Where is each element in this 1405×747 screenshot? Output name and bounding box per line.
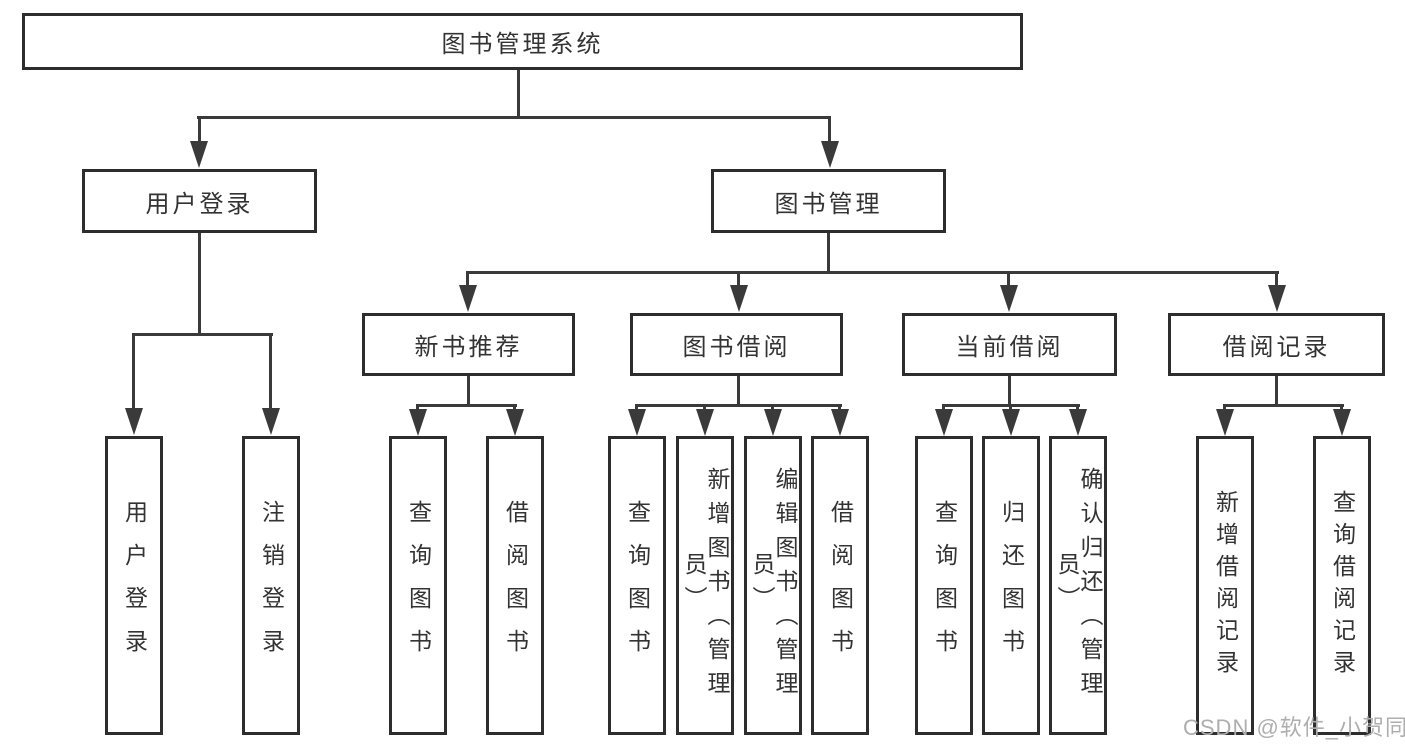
leaf-return-books: 归还图书 (982, 436, 1040, 735)
connector-leaf-drop (416, 404, 419, 412)
leaf-borrow-books-recommend: 借阅图书 (486, 436, 544, 735)
leaf-label: 查询图书 (624, 499, 651, 672)
node-current-borrowing: 当前借阅 (902, 313, 1117, 376)
arrowhead-down-icon (190, 141, 208, 168)
arrowhead-down-icon (730, 285, 748, 312)
connector-leaf-drop (635, 404, 638, 412)
node-library-management-system: 图书管理系统 (22, 13, 1023, 70)
connector-root-stem (517, 69, 520, 118)
arrowhead-down-icon (1216, 409, 1234, 436)
connector-borrow-stem (737, 375, 740, 406)
connector-borrow-hline (636, 404, 842, 407)
arrowhead-down-icon (628, 409, 646, 436)
connector-level2-drop (1275, 271, 1278, 289)
csdn-watermark: CSDN @软件_小贺同学 (1183, 715, 1405, 740)
node-book-borrowing: 图书借阅 (630, 313, 843, 376)
connector-leaf-drop (1223, 404, 1226, 412)
connector-leaf-drop (1340, 404, 1343, 412)
leaf-label: 借阅图书 (827, 499, 854, 672)
leaf-add-borrow-record: 新增借阅记录 (1196, 436, 1254, 735)
arrowhead-down-icon (831, 409, 849, 436)
connector-recommend-stem (467, 375, 470, 406)
node-label: 当前借阅 (955, 334, 1064, 361)
arrowhead-down-icon (696, 409, 714, 436)
connector-user-login-stem (198, 232, 201, 335)
node-borrowing-records: 借阅记录 (1168, 313, 1385, 376)
leaf-label: 新增借阅记录 (1212, 489, 1239, 682)
connector-leaf-drop (942, 404, 945, 412)
connector-leaf-drop (838, 404, 841, 412)
connector-leaf-drop (269, 333, 272, 408)
node-label: 借阅记录 (1222, 334, 1331, 361)
leaf-query-books-recommend: 查询图书 (389, 436, 447, 735)
arrowhead-down-icon (764, 409, 782, 436)
connector-level2-drop (1007, 271, 1010, 289)
connector-book-management-drop (828, 116, 831, 144)
arrowhead-down-icon (262, 408, 280, 435)
connector-level1-hline (197, 116, 831, 119)
connector-leaf-drop (1076, 404, 1079, 412)
leaf-user-login: 用户登录 (105, 436, 163, 735)
leaf-label: 借阅图书 (502, 499, 529, 672)
arrowhead-down-icon (1268, 285, 1286, 312)
connector-leaf-drop (1009, 404, 1012, 412)
leaf-label: 注销登录 (258, 499, 285, 672)
connector-book-management-stem (827, 232, 830, 273)
leaf-logout: 注销登录 (242, 436, 300, 735)
connector-user-login-drop (198, 116, 201, 144)
arrowhead-down-icon (506, 409, 524, 436)
leaf-add-books-admin: 新增图书（管理员） (676, 436, 734, 735)
arrowhead-down-icon (125, 408, 143, 435)
node-label: 图书管理系统 (441, 31, 604, 58)
connector-leaf-drop (771, 404, 774, 412)
arrowhead-down-icon (1002, 409, 1020, 436)
leaf-edit-books-admin: 编辑图书（管理员） (744, 436, 802, 735)
node-user-login: 用户登录 (82, 169, 317, 233)
connector-records-stem (1275, 375, 1278, 406)
leaf-label: 归还图书 (998, 499, 1025, 672)
leaf-query-books-borrow: 查询图书 (608, 436, 666, 735)
leaf-confirm-return-admin: 确认归还（管理员） (1049, 436, 1107, 735)
leaf-label: 查询图书 (931, 499, 958, 672)
leaf-label: 用户登录 (121, 499, 148, 672)
leaf-query-borrow-record: 查询借阅记录 (1313, 436, 1371, 735)
arrowhead-down-icon (1069, 409, 1087, 436)
connector-leaf-drop (703, 404, 706, 412)
connector-leaf-drop (132, 333, 135, 408)
leaf-label: 新增图书（管理员） (681, 466, 730, 705)
node-label: 图书管理 (774, 190, 883, 218)
connector-current-stem (1008, 375, 1011, 406)
arrowhead-down-icon (459, 285, 477, 312)
node-new-book-recommendation: 新书推荐 (362, 313, 575, 376)
connector-level2-drop (737, 271, 740, 289)
arrowhead-down-icon (1000, 285, 1018, 312)
node-label: 图书借阅 (682, 334, 791, 361)
leaf-borrow-books: 借阅图书 (811, 436, 869, 735)
node-label: 新书推荐 (414, 334, 523, 361)
connector-level2-hline (466, 271, 1279, 274)
leaf-label: 查询借阅记录 (1329, 489, 1356, 682)
leaf-query-books-current: 查询图书 (915, 436, 973, 735)
connector-user-login-hline (133, 333, 273, 336)
arrowhead-down-icon (821, 141, 839, 168)
arrowhead-down-icon (409, 409, 427, 436)
connector-level2-drop (466, 271, 469, 289)
connector-leaf-drop (513, 404, 516, 412)
arrowhead-down-icon (1333, 409, 1351, 436)
node-label: 用户登录 (145, 190, 254, 218)
leaf-label: 编辑图书（管理员） (749, 466, 798, 705)
leaf-label: 查询图书 (405, 499, 432, 672)
arrowhead-down-icon (935, 409, 953, 436)
node-book-management: 图书管理 (711, 169, 946, 233)
connector-recommend-hline (417, 404, 517, 407)
leaf-label: 确认归还（管理员） (1054, 466, 1103, 705)
connector-records-hline (1224, 404, 1344, 407)
